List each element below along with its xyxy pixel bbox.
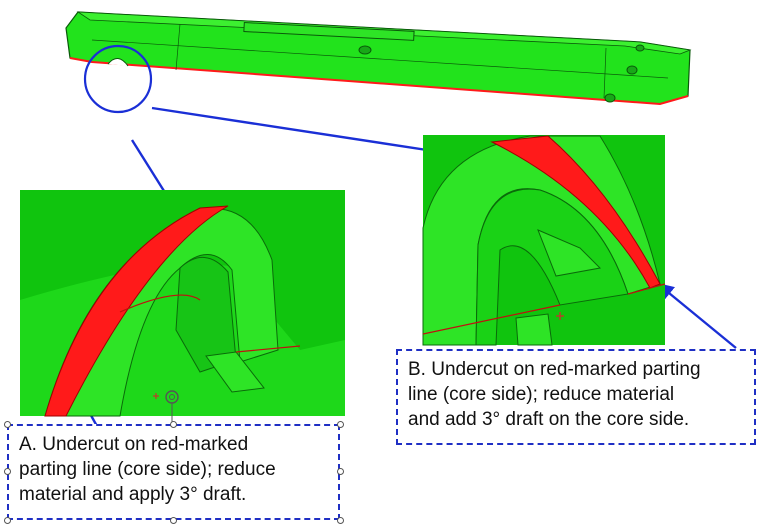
part-edge-line-3 — [603, 47, 607, 99]
resize-handle-bottom-left[interactable] — [4, 517, 11, 524]
view-a-parting-line — [119, 294, 301, 353]
resize-handle-middle-left[interactable] — [4, 468, 11, 475]
view-a-foot — [205, 351, 265, 393]
callout-b-textbox[interactable]: B. Undercut on red-marked parting line (… — [396, 349, 756, 445]
rotate-handle-icon[interactable] — [165, 390, 179, 424]
view-a-hook-inner — [175, 257, 237, 373]
view-b-parting-line — [422, 283, 666, 335]
resize-handle-bottom-center[interactable] — [170, 517, 177, 524]
part-hole-1 — [358, 45, 372, 55]
callout-b-line-2: line (core side); reduce material — [408, 384, 675, 405]
sketch-origin-marker-icon — [556, 312, 564, 320]
part-body — [65, 11, 691, 105]
resize-handle-top-center[interactable] — [170, 421, 177, 428]
view-b-tab — [537, 229, 602, 277]
callout-a-line-3: material and apply 3° draft. — [19, 484, 247, 505]
resize-handle-middle-right[interactable] — [337, 468, 344, 475]
resize-handle-bottom-right[interactable] — [337, 517, 344, 524]
resize-handle-top-right[interactable] — [337, 421, 344, 428]
detail-view-b — [422, 135, 666, 346]
view-b-foot — [515, 313, 553, 346]
resize-handle-top-left[interactable] — [4, 421, 11, 428]
view-b-undercut-red — [490, 135, 661, 289]
callout-b-line-3: and add 3° draft on the core side. — [408, 409, 690, 430]
part-bottom-edge-red — [69, 57, 689, 106]
part-hole-3 — [604, 93, 616, 103]
callout-a-textbox[interactable]: A. Undercut on red-marked parting line (… — [7, 424, 340, 520]
callout-a-line-2: parting line (core side); reduce — [19, 459, 276, 480]
arrow-from-callout-b — [656, 282, 737, 349]
part-hole-2 — [626, 65, 638, 75]
detail-circle — [83, 44, 153, 114]
view-b-hook-outer — [422, 135, 661, 346]
part-slot — [243, 21, 415, 41]
view-a-undercut-red — [44, 205, 229, 417]
part-notch — [107, 58, 129, 67]
part-hole-4 — [635, 44, 645, 52]
part-edge-line — [91, 39, 669, 79]
overall-part-view — [65, 11, 692, 106]
callout-b-line-1: B. Undercut on red-marked parting — [408, 359, 701, 380]
callout-a-line-1: A. Undercut on red-marked — [19, 434, 249, 455]
part-edge-line-2 — [175, 23, 181, 71]
arrow-to-view-b — [151, 106, 442, 159]
sketch-origin-marker-icon — [153, 393, 159, 399]
detail-view-a — [20, 190, 345, 417]
